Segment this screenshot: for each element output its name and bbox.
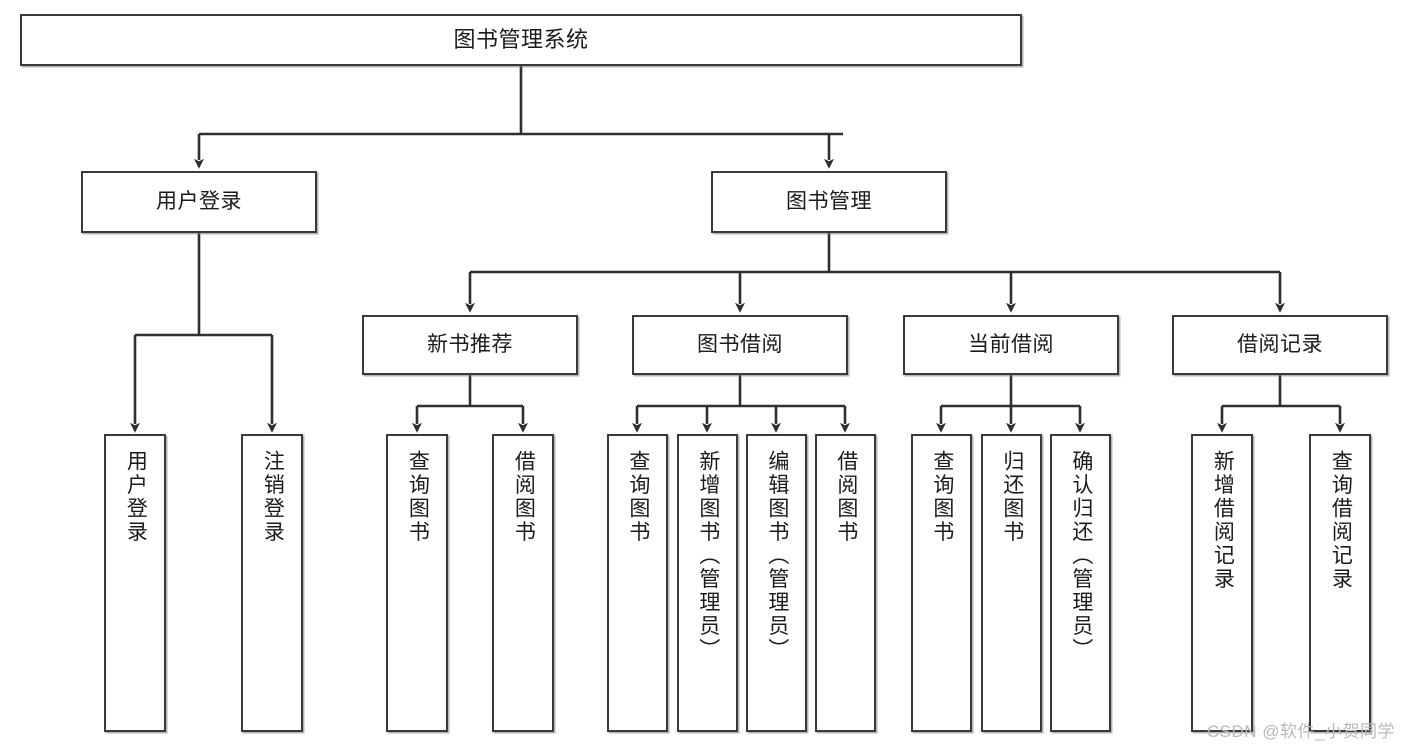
node-label: 新增借阅记录 — [1211, 450, 1235, 591]
node-root-system[interactable]: 图书管理系统 — [20, 14, 1022, 66]
node-label: 借阅图书 — [512, 450, 536, 544]
node-label: 查询图书 — [626, 450, 650, 544]
leaf-user-login-login[interactable]: 用户登录 — [104, 434, 166, 732]
node-label: 确认归还（管理员） — [1069, 450, 1093, 662]
node-label: 查询图书 — [406, 450, 430, 544]
node-label: 借阅记录 — [1237, 332, 1323, 356]
leaf-current-borrow-query[interactable]: 查询图书 — [911, 434, 972, 732]
node-new-book-recommend[interactable]: 新书推荐 — [362, 315, 578, 375]
node-label: 用户登录 — [156, 189, 242, 213]
node-current-borrow[interactable]: 当前借阅 — [903, 315, 1119, 375]
node-label: 查询图书 — [930, 450, 954, 544]
node-label: 用户登录 — [124, 450, 148, 544]
node-borrow-record[interactable]: 借阅记录 — [1172, 315, 1388, 375]
node-book-borrow[interactable]: 图书借阅 — [632, 315, 848, 375]
node-label: 注销登录 — [261, 450, 285, 544]
node-label: 新增图书（管理员） — [696, 450, 720, 662]
leaf-book-borrow-borrow[interactable]: 借阅图书 — [815, 434, 876, 732]
leaf-user-login-logout[interactable]: 注销登录 — [241, 434, 303, 732]
node-book-management[interactable]: 图书管理 — [711, 171, 947, 233]
node-label: 图书管理 — [786, 189, 872, 213]
node-label: 归还图书 — [1000, 450, 1024, 544]
leaf-new-book-borrow[interactable]: 借阅图书 — [492, 434, 554, 732]
node-label: 新书推荐 — [427, 332, 513, 356]
node-label: 图书管理系统 — [453, 27, 589, 53]
leaf-book-borrow-query[interactable]: 查询图书 — [607, 434, 668, 732]
leaf-book-borrow-edit[interactable]: 编辑图书（管理员） — [746, 434, 807, 732]
leaf-borrow-record-query[interactable]: 查询借阅记录 — [1309, 434, 1371, 732]
node-label: 借阅图书 — [834, 450, 858, 544]
node-label: 编辑图书（管理员） — [765, 450, 789, 662]
leaf-current-borrow-confirm[interactable]: 确认归还（管理员） — [1050, 434, 1111, 732]
node-label: 查询借阅记录 — [1329, 450, 1353, 591]
node-label: 当前借阅 — [968, 332, 1054, 356]
leaf-current-borrow-return[interactable]: 归还图书 — [981, 434, 1042, 732]
leaf-new-book-query[interactable]: 查询图书 — [386, 434, 448, 732]
node-user-login[interactable]: 用户登录 — [81, 171, 317, 233]
leaf-book-borrow-add[interactable]: 新增图书（管理员） — [677, 434, 738, 732]
leaf-borrow-record-add[interactable]: 新增借阅记录 — [1191, 434, 1253, 732]
csdn-watermark: CSDN @软件_小贺同学 — [1206, 722, 1395, 741]
node-label: 图书借阅 — [697, 332, 783, 356]
